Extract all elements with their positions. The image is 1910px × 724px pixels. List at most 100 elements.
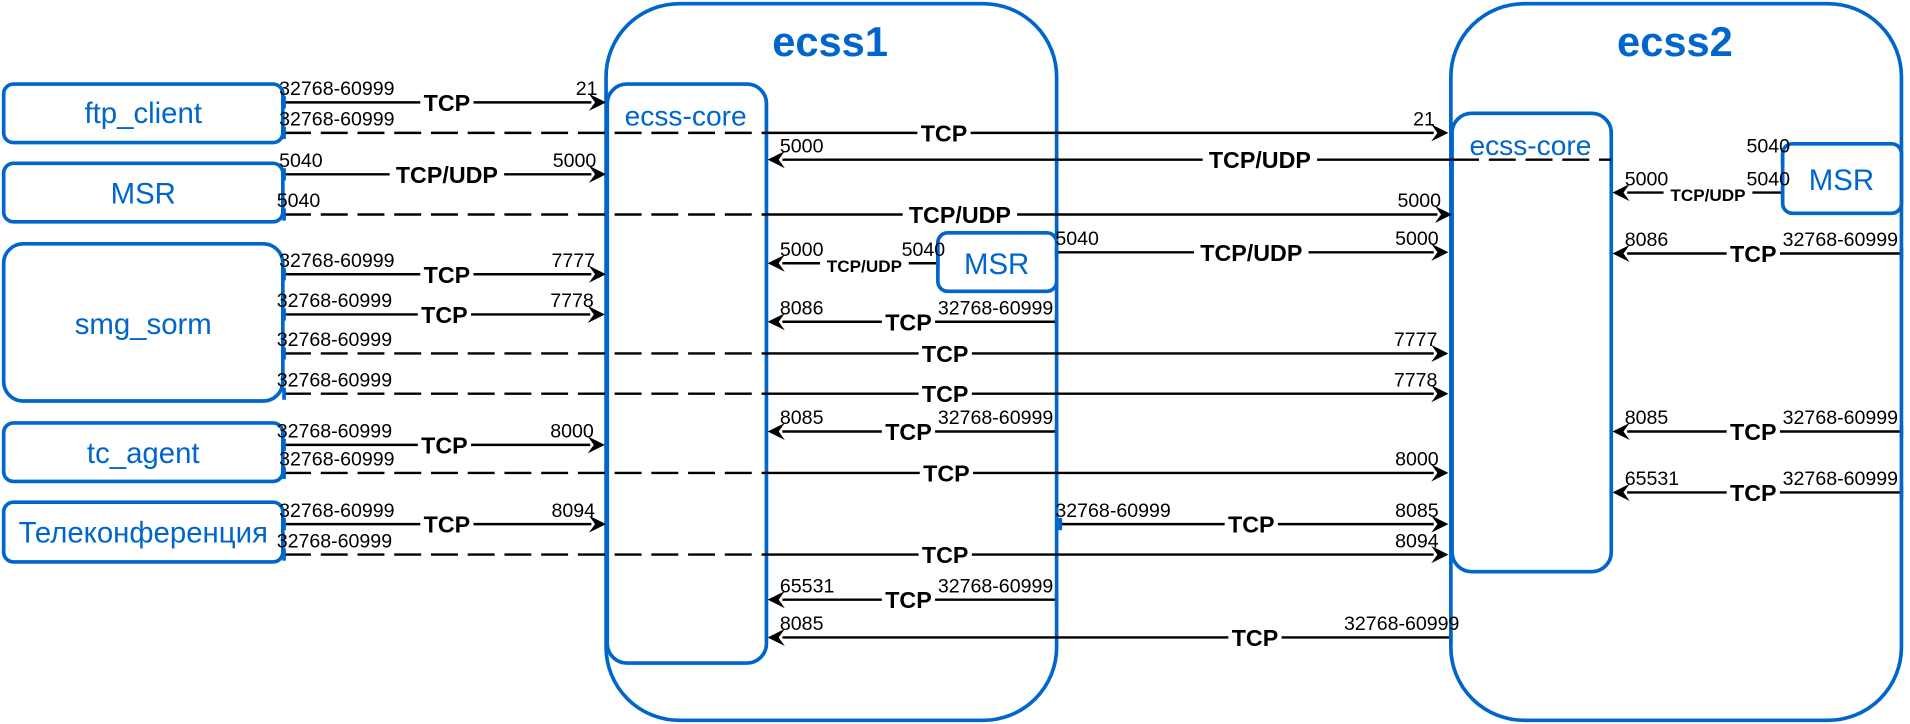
destination-port-label: 8085 — [780, 613, 824, 635]
arrowhead-icon — [767, 151, 785, 169]
protocol-label-bg — [881, 586, 936, 614]
protocol-label-bg — [1194, 238, 1309, 266]
protocol-label: TCP — [1232, 625, 1279, 651]
protocol-label: TCP — [1730, 419, 1777, 445]
protocol-label-bg — [420, 88, 474, 116]
protocol-label-bg — [1228, 624, 1282, 651]
protocol-label: TCP — [922, 381, 969, 407]
destination-port-label: 21 — [576, 78, 598, 100]
destination-port-label: 5000 — [1395, 228, 1439, 250]
arrowhead-icon — [767, 313, 785, 331]
protocol-label: TCP — [424, 262, 471, 288]
destination-port-label: 7777 — [1394, 329, 1438, 351]
protocol-label: TCP/UDP — [827, 257, 902, 276]
destination-port-label: 7778 — [1394, 369, 1438, 391]
destination-port-label: 21 — [1413, 109, 1435, 131]
clients: ftp_client MSR smg_sorm tc_agent Телекон… — [1, 82, 285, 564]
source-port-label: 5040 — [1746, 135, 1790, 157]
arrowhead-icon — [1612, 184, 1630, 202]
protocol-label: TCP/UDP — [1200, 240, 1302, 266]
ecss1-msr-label: MSR — [964, 248, 1029, 281]
source-port-label: 32768-60999 — [277, 329, 392, 351]
protocol-label-bg — [1663, 179, 1753, 206]
protocol-label-bg — [902, 201, 1018, 228]
protocol-label-bg — [1726, 240, 1780, 267]
source-port-label: 32768-60999 — [277, 290, 392, 312]
arrowhead-icon — [1612, 244, 1630, 263]
source-port-label: 5040 — [279, 150, 323, 172]
ecss1-core-box[interactable] — [605, 82, 769, 665]
source-port-label: 32768-60999 — [1783, 407, 1898, 429]
arrowhead-icon — [767, 422, 785, 441]
source-port-label: 32768-60999 — [938, 298, 1053, 320]
source-port-label: 32768-60999 — [279, 78, 394, 100]
client-ftp-client[interactable] — [1, 82, 285, 145]
protocol-label: TCP — [885, 587, 932, 613]
ecss2-core-box[interactable] — [1450, 111, 1614, 574]
protocol-label: TCP — [922, 341, 969, 367]
protocol-label-bg — [820, 249, 909, 277]
source-port-label: 32768-60999 — [1055, 500, 1170, 522]
protocol-label-bg — [881, 418, 936, 445]
protocol-label-bg — [389, 160, 505, 188]
client-tc-agent-label: tc_agent — [87, 437, 200, 470]
ecss2-core-label: ecss-core — [1469, 130, 1591, 161]
protocol-label-bg — [917, 119, 971, 147]
destination-port-label: 8085 — [1395, 500, 1439, 522]
arrowhead-icon — [1431, 464, 1449, 482]
protocol-label-bg — [1224, 510, 1278, 538]
source-port-label: 32768-60999 — [1783, 229, 1898, 251]
protocol-label: TCP/UDP — [1670, 186, 1745, 205]
protocol-label: TCP — [421, 432, 468, 458]
client-smg-sorm[interactable] — [1, 241, 285, 403]
destination-port-label: 5000 — [780, 239, 824, 261]
source-port-label: 5040 — [902, 239, 946, 261]
client-teleconference[interactable] — [1, 500, 285, 564]
destination-port-label: 5000 — [1398, 190, 1442, 212]
arrowhead-icon — [767, 591, 785, 609]
protocol-label: TCP — [885, 309, 932, 335]
arrowhead-icon — [767, 254, 785, 272]
source-port-label: 32768-60999 — [938, 575, 1053, 597]
source-port-label: 32768-60999 — [1344, 613, 1459, 635]
ecss2-container[interactable] — [1449, 1, 1904, 723]
client-msr[interactable] — [1, 161, 285, 224]
arrowhead-icon — [1431, 344, 1449, 362]
source-port-label: 32768-60999 — [279, 500, 394, 522]
arrowhead-icon — [1434, 205, 1453, 224]
destination-port-label: 65531 — [1625, 468, 1679, 490]
protocol-label-bg — [918, 340, 972, 367]
protocol-label-bg — [881, 308, 936, 336]
client-tc-agent[interactable] — [1, 421, 285, 484]
destination-port-label: 5000 — [553, 150, 597, 172]
destination-port-label: 8094 — [551, 500, 595, 522]
ecss2-msr-label: MSR — [1809, 164, 1874, 197]
ecss2-msr-box[interactable] — [1780, 141, 1904, 216]
destination-port-label: 8086 — [780, 298, 824, 320]
ecss1-title: ecss1 — [772, 18, 888, 65]
arrowhead-icon — [587, 436, 605, 454]
protocol-label: TCP — [1730, 480, 1777, 506]
source-port-label: 32768-60999 — [279, 250, 394, 272]
source-port-label: 32768-60999 — [938, 407, 1053, 429]
protocol-label-bg — [1726, 479, 1780, 506]
arrowhead-icon — [588, 93, 607, 111]
protocol-label-bg — [1726, 418, 1780, 445]
protocol-label: TCP/UDP — [1209, 147, 1311, 173]
protocol-label-bg — [919, 459, 974, 487]
protocol-label: TCP — [922, 542, 969, 568]
arrowhead-icon — [1431, 243, 1449, 261]
destination-port-label: 8094 — [1395, 530, 1439, 552]
